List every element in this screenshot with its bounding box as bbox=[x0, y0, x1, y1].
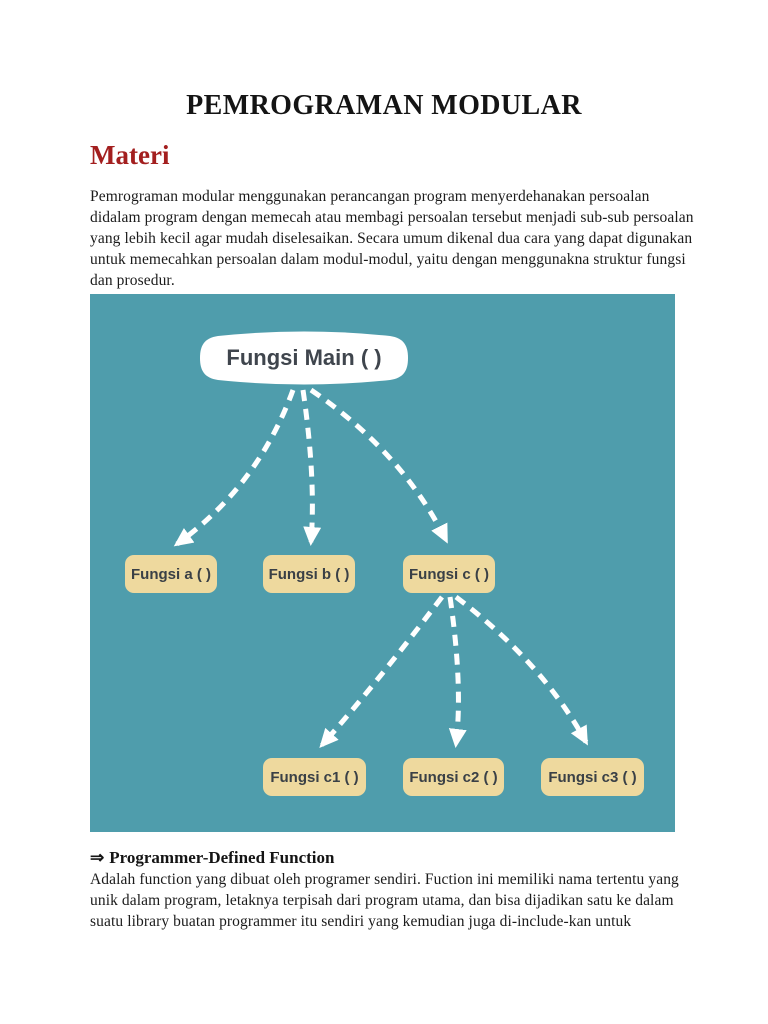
subsection-paragraph: Adalah function yang dibuat oleh program… bbox=[90, 869, 679, 932]
node-label: Fungsi c2 ( ) bbox=[409, 768, 498, 786]
node-label: Fungsi b ( ) bbox=[268, 565, 350, 583]
intro-line: untuk memecahkan persoalan dalam modul-m… bbox=[90, 251, 686, 268]
page-title: PEMROGRAMAN MODULAR bbox=[186, 90, 582, 121]
node-fungsi-a: Fungsi a ( ) bbox=[125, 555, 217, 593]
section-heading-materi: Materi bbox=[90, 140, 170, 170]
node-label: Fungsi c3 ( ) bbox=[548, 768, 637, 786]
intro-line: yang lebih kecil agar mudah diselesaikan… bbox=[90, 230, 693, 247]
double-arrow-icon: ⇒ bbox=[90, 848, 105, 867]
node-label: Fungsi c ( ) bbox=[409, 565, 489, 583]
subsection-line: Adalah function yang dibuat oleh program… bbox=[90, 871, 679, 888]
node-fungsi-c: Fungsi c ( ) bbox=[403, 555, 495, 593]
subsection-line: suatu library buatan programmer itu send… bbox=[90, 913, 632, 930]
arrow-main-to-a bbox=[173, 389, 296, 547]
arrow-c-to-c2 bbox=[447, 596, 467, 748]
subsection-line: unik dalam program, letaknya terpisah da… bbox=[90, 892, 674, 909]
node-fungsi-b: Fungsi b ( ) bbox=[263, 555, 355, 593]
intro-line: dan prosedur. bbox=[90, 272, 175, 289]
node-fungsi-c3: Fungsi c3 ( ) bbox=[541, 758, 644, 796]
subsection-heading: ⇒Programmer-Defined Function bbox=[90, 848, 334, 868]
node-fungsi-c1: Fungsi c1 ( ) bbox=[263, 758, 366, 796]
node-fungsi-c2: Fungsi c2 ( ) bbox=[403, 758, 504, 796]
connector-arrows bbox=[173, 387, 589, 748]
arrow-main-to-c bbox=[309, 387, 449, 544]
arrow-c-to-c1 bbox=[319, 595, 444, 748]
intro-paragraph: Pemrograman modular menggunakan perancan… bbox=[90, 186, 694, 291]
main-node-label: Fungsi Main ( ) bbox=[226, 345, 382, 370]
arrow-c-to-c3 bbox=[454, 595, 589, 746]
intro-line: didalam program dengan memecah atau memb… bbox=[90, 209, 694, 226]
subsection-heading-label: Programmer-Defined Function bbox=[109, 848, 335, 867]
node-label: Fungsi a ( ) bbox=[131, 565, 211, 583]
modular-structure-diagram: Fungsi Main ( ) Fungsi a ( ) Fungsi b ( … bbox=[90, 294, 675, 832]
node-fungsi-main: Fungsi Main ( ) bbox=[198, 330, 410, 386]
node-label: Fungsi c1 ( ) bbox=[270, 768, 359, 786]
intro-line: Pemrograman modular menggunakan perancan… bbox=[90, 188, 650, 205]
arrow-main-to-b bbox=[300, 389, 322, 546]
main-node-shape bbox=[200, 331, 408, 385]
